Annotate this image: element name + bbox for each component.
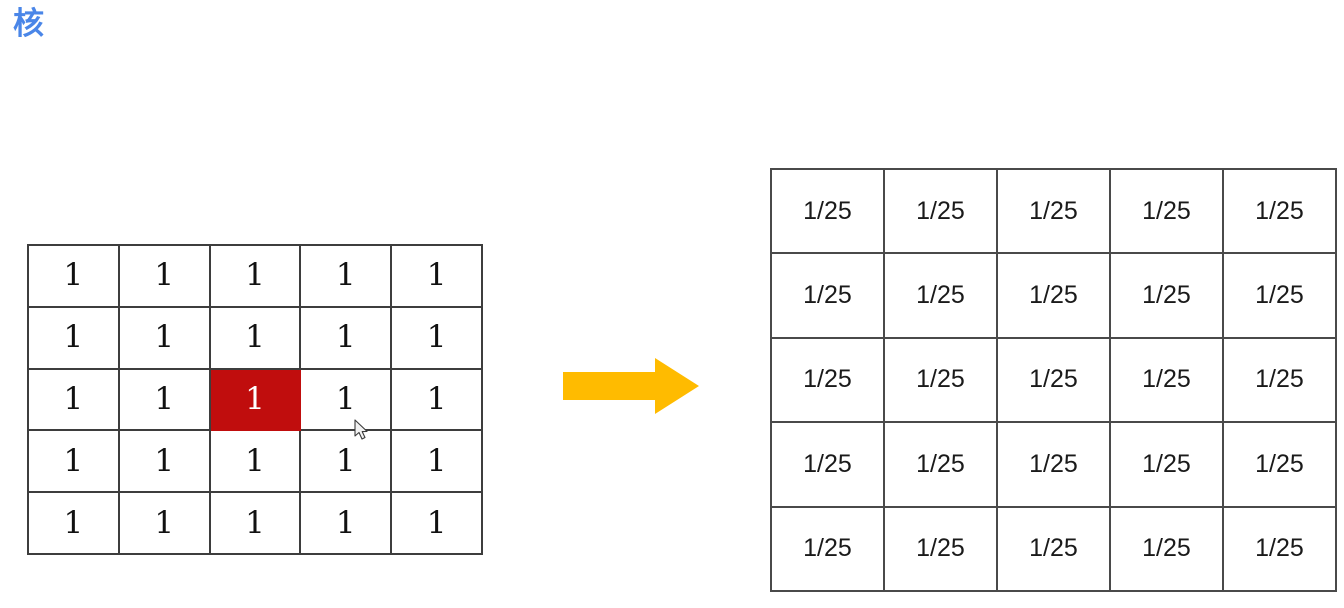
input-grid-cell: 1 xyxy=(301,369,393,432)
kernel-table-cell: 1/25 xyxy=(1111,507,1224,592)
kernel-table-cell: 1/25 xyxy=(998,170,1111,255)
kernel-table-cell: 1/25 xyxy=(1224,338,1337,424)
input-grid-cell: 1 xyxy=(392,369,483,432)
kernel-table-cell: 1/25 xyxy=(885,423,998,508)
kernel-table-cell: 1/25 xyxy=(1111,170,1224,255)
input-grid-cell: 1 xyxy=(301,493,393,555)
input-grid-cell: 1 xyxy=(210,431,302,494)
kernel-table-cell: 1/25 xyxy=(1224,170,1337,255)
kernel-table-cell: 1/25 xyxy=(772,423,885,508)
input-grid-cell: 1 xyxy=(301,431,393,494)
kernel-table-cell: 1/25 xyxy=(1224,423,1337,508)
kernel-table-cell: 1/25 xyxy=(772,170,885,255)
kernel-table-cell: 1/25 xyxy=(772,254,885,339)
kernel-table-cell: 1/25 xyxy=(1224,254,1337,339)
kernel-table-cell: 1/25 xyxy=(885,338,998,424)
right-arrow-icon xyxy=(563,358,699,414)
input-grid-cell: 1 xyxy=(119,307,211,370)
input-grid-cell: 1 xyxy=(119,246,211,308)
input-grid-cell: 1 xyxy=(119,431,211,494)
input-grid-cell: 1 xyxy=(392,246,483,308)
input-grid-cell: 1 xyxy=(210,493,302,555)
input-grid-cell: 1 xyxy=(29,246,120,308)
input-grid-cell: 1 xyxy=(392,431,483,494)
kernel-table-cell: 1/25 xyxy=(772,507,885,592)
input-grid-cell: 1 xyxy=(29,307,120,370)
kernel-table-cell: 1/25 xyxy=(1224,507,1337,592)
kernel-table-cell: 1/25 xyxy=(1111,423,1224,508)
input-grid-cell: 1 xyxy=(301,246,393,308)
kernel-table-cell: 1/25 xyxy=(885,254,998,339)
kernel-table-cell: 1/25 xyxy=(998,423,1111,508)
input-grid-cell: 1 xyxy=(119,369,211,432)
input-grid-cell: 1 xyxy=(392,493,483,555)
kernel-table-cell: 1/25 xyxy=(772,338,885,424)
kernel-table-cell: 1/25 xyxy=(885,170,998,255)
kernel-table-cell: 1/25 xyxy=(998,254,1111,339)
input-grid-cell: 1 xyxy=(29,369,120,432)
kernel-table-cell: 1/25 xyxy=(1111,338,1224,424)
input-grid-cell: 1 xyxy=(29,493,120,555)
input-grid-cell: 1 xyxy=(210,246,302,308)
input-grid-cell: 1 xyxy=(119,493,211,555)
kernel-table-cell: 1/25 xyxy=(998,338,1111,424)
kernel-table-cell: 1/25 xyxy=(885,507,998,592)
input-grid-cell: 1 xyxy=(392,307,483,370)
page-title: 核 xyxy=(13,6,44,42)
kernel-table-cell: 1/25 xyxy=(998,507,1111,592)
input-grid-cell: 1 xyxy=(301,307,393,370)
input-grid-cell-highlighted: 1 xyxy=(210,369,302,432)
transform-arrow xyxy=(563,358,699,414)
input-grid-cell: 1 xyxy=(29,431,120,494)
input-grid-cell: 1 xyxy=(210,307,302,370)
kernel-table-cell: 1/25 xyxy=(1111,254,1224,339)
